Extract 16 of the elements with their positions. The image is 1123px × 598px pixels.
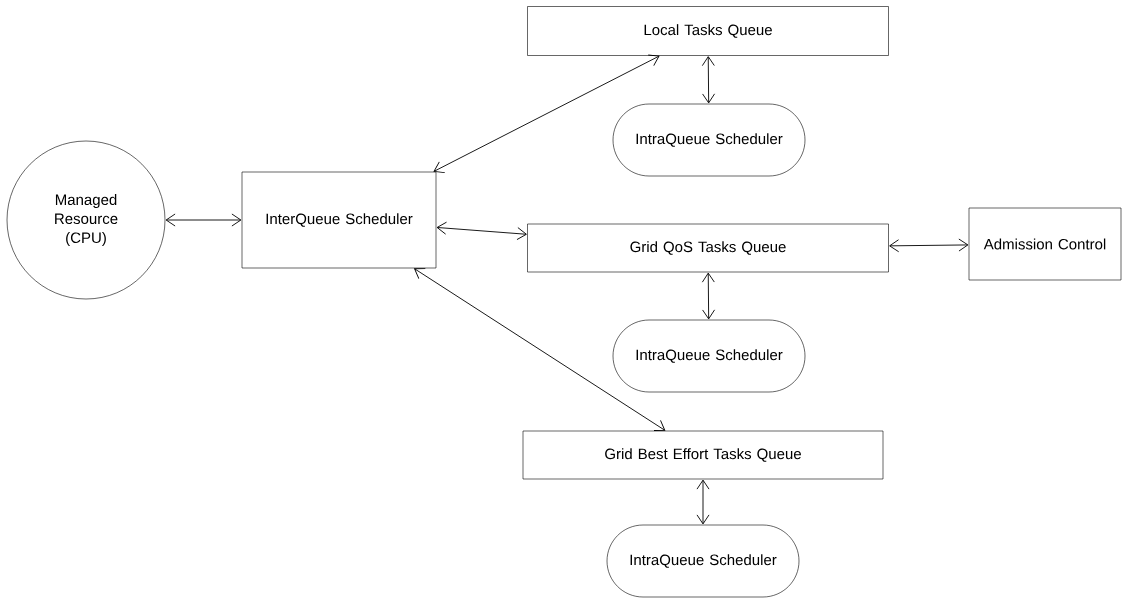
process-box: Grid Best Effort Tasks Queue — [522, 430, 884, 480]
arrow — [701, 272, 716, 320]
process-box: Admission Control — [968, 207, 1122, 281]
arrow — [414, 268, 666, 431]
scheduler-pill: IntraQueue Scheduler — [612, 319, 806, 393]
arrow — [436, 221, 527, 240]
arrow — [696, 479, 710, 525]
process-box: Local Tasks Queue — [527, 6, 889, 56]
arrow — [165, 213, 242, 227]
arrow — [433, 54, 660, 173]
process-box: Grid QoS Tasks Queue — [527, 223, 889, 273]
arrow — [889, 238, 969, 253]
process-box: InterQueue Scheduler — [241, 171, 437, 269]
arrow — [701, 56, 716, 104]
scheduler-pill: IntraQueue Scheduler — [612, 103, 806, 177]
scheduler-pill: IntraQueue Scheduler — [606, 524, 800, 598]
